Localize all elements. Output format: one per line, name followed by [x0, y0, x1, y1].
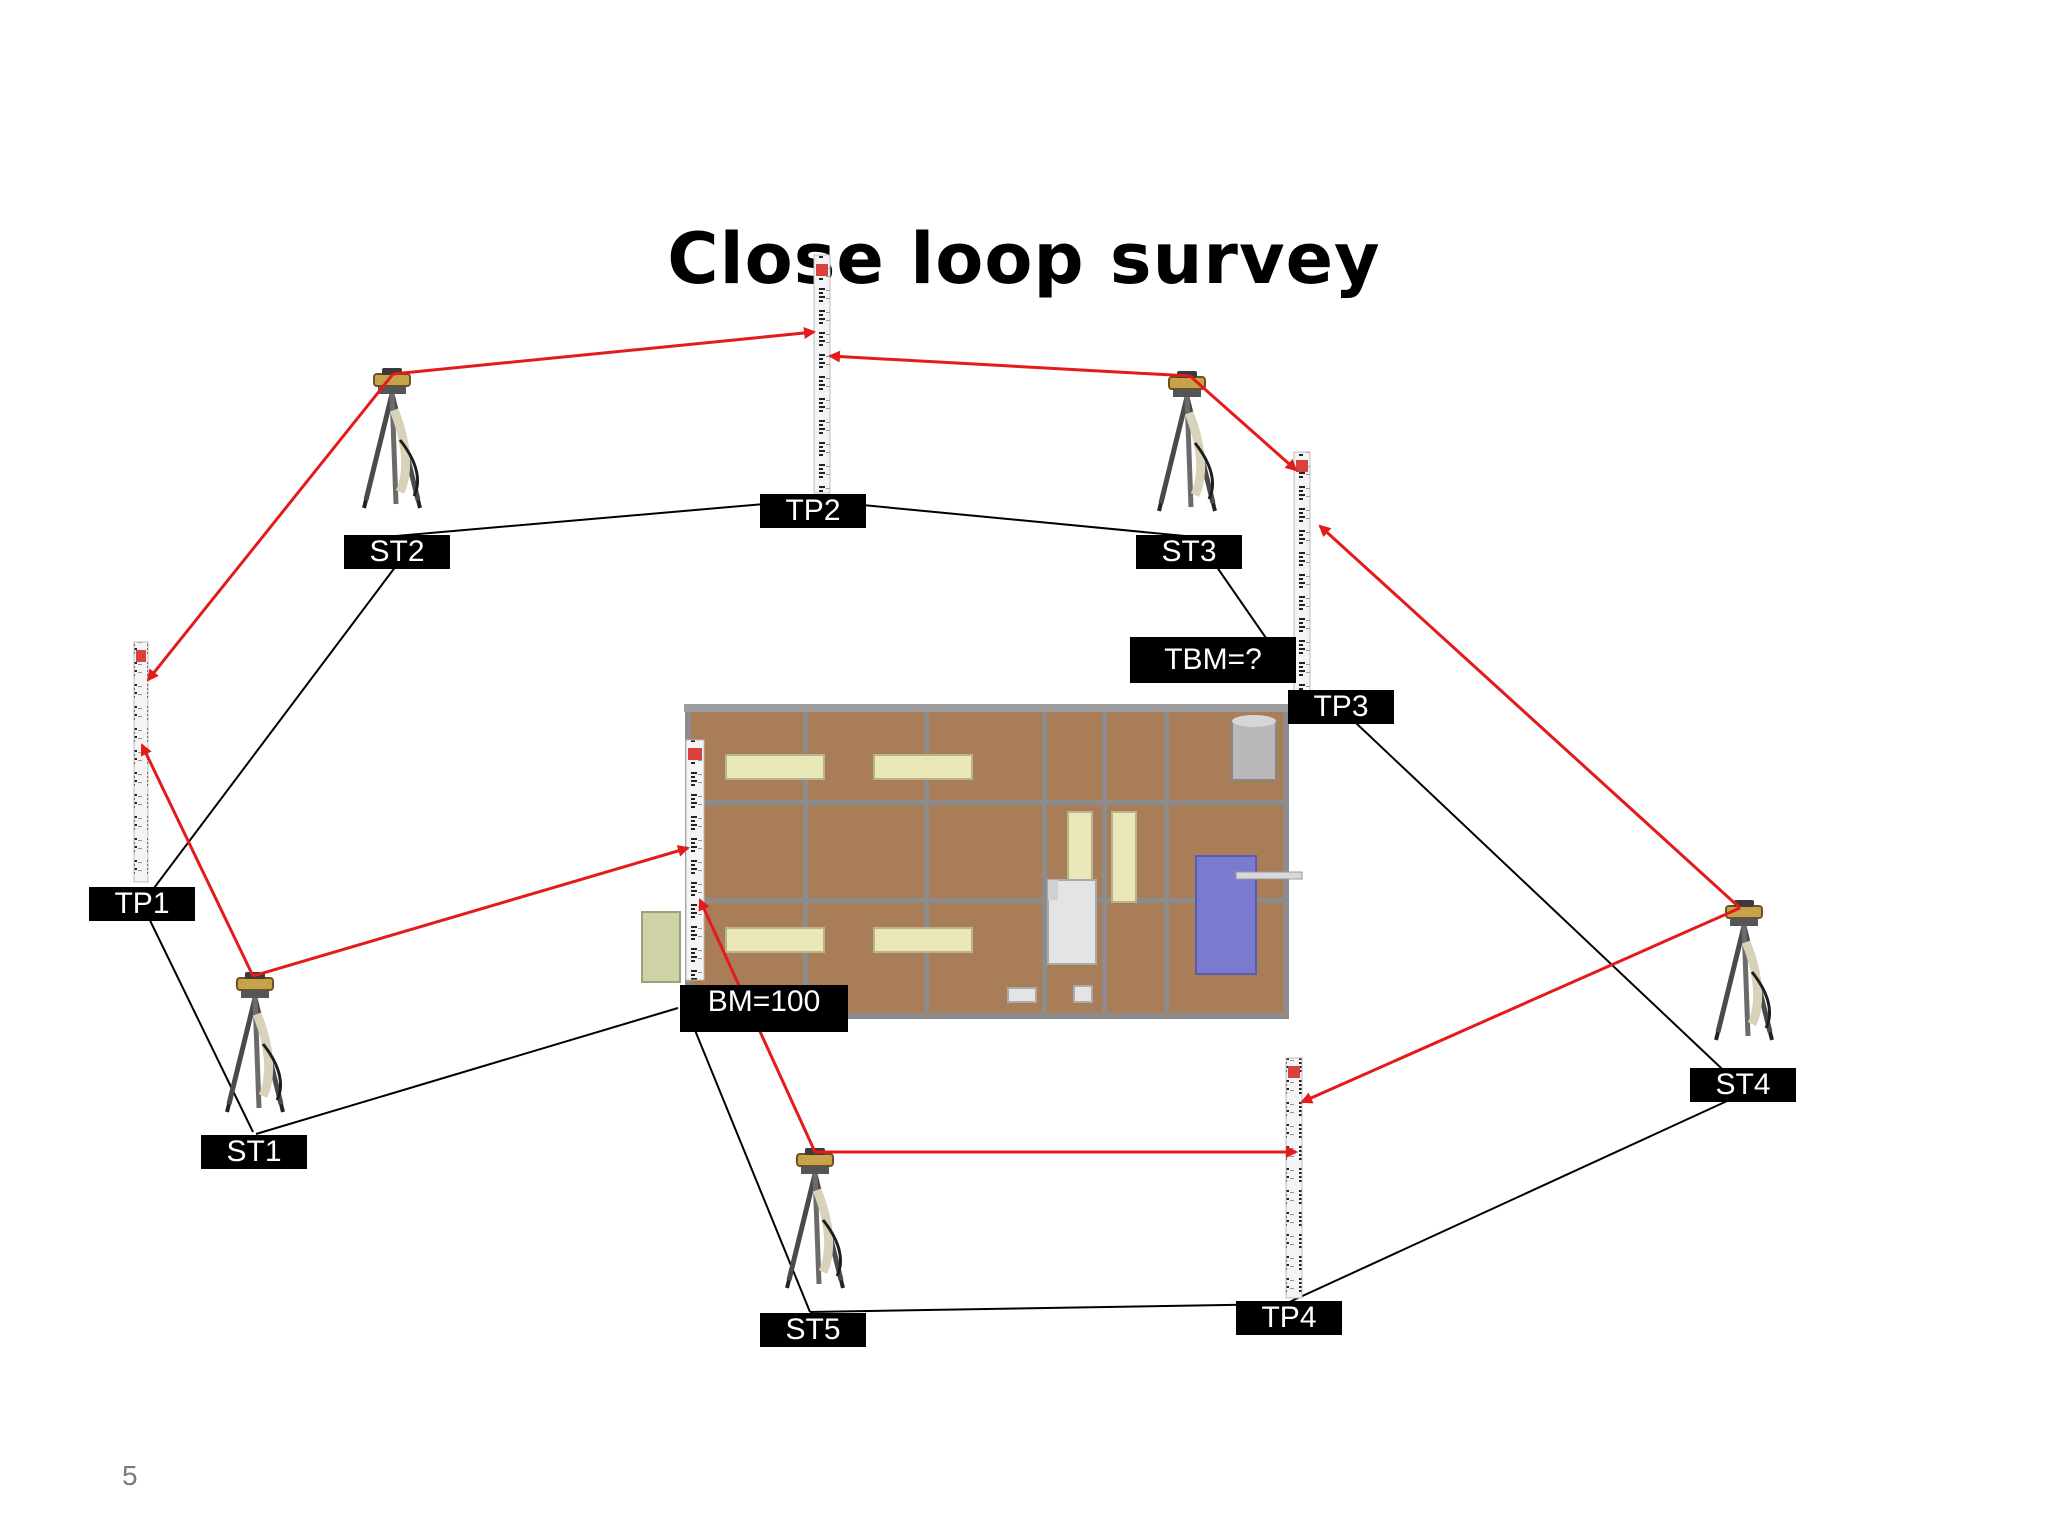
tripod-st5: [787, 1148, 843, 1288]
label-st1: ST1: [201, 1135, 307, 1169]
label-st5: ST5: [760, 1313, 866, 1347]
label-st2: ST2: [344, 535, 450, 569]
label-tp2: TP2: [760, 494, 866, 528]
sight-st3-tp2: [828, 350, 1191, 378]
staff-tp4: [1285, 1057, 1303, 1299]
tripod-st4: [1716, 900, 1772, 1040]
label-st3: ST3: [1136, 535, 1242, 569]
connector-st5-bm: [689, 1017, 811, 1313]
connector-tp4-st5: [809, 1303, 1286, 1313]
connector-tp3-st4: [1337, 705, 1739, 1085]
connector-st1-tp1: [141, 903, 254, 1133]
sight-st2-tp1: [146, 373, 395, 682]
label-tp1: TP1: [89, 887, 195, 921]
page-title: Close loop survey: [667, 218, 1381, 300]
connector-st2-tp2: [395, 499, 811, 537]
label-tbm: TBM=?: [1130, 637, 1296, 683]
staff-tp1: [133, 641, 149, 883]
label-tp3: TP3: [1288, 690, 1394, 724]
backsight-st1-tp1: [140, 743, 255, 977]
connector-st4-tp4: [1284, 1095, 1739, 1305]
connector-bm-st1: [255, 1007, 679, 1135]
sight-st2-tp2: [392, 327, 816, 376]
staff-tp2: [813, 254, 831, 494]
label-tp4: TP4: [1236, 1301, 1342, 1335]
label-bm: BM=100: [680, 985, 848, 1032]
sight-st3-tp3: [1189, 374, 1298, 472]
connector-st3-tbm: [1211, 559, 1267, 639]
label-st4: ST4: [1690, 1068, 1796, 1102]
page-number: 5: [122, 1460, 138, 1491]
sight-st4-tp4: [1300, 906, 1741, 1104]
tripod-st2: [364, 368, 420, 508]
building-floor-plan: [641, 704, 1303, 1019]
connector-tp1-st2: [141, 565, 397, 905]
staff-tp3: [1293, 451, 1311, 693]
sight-st4-tp3: [1318, 524, 1742, 910]
tripod-st1: [227, 972, 283, 1112]
station-connector-lines: [141, 499, 1739, 1313]
connector-tp2-st3: [809, 499, 1186, 537]
staff-bm: [685, 739, 705, 981]
sight-st1-bm: [252, 845, 690, 978]
